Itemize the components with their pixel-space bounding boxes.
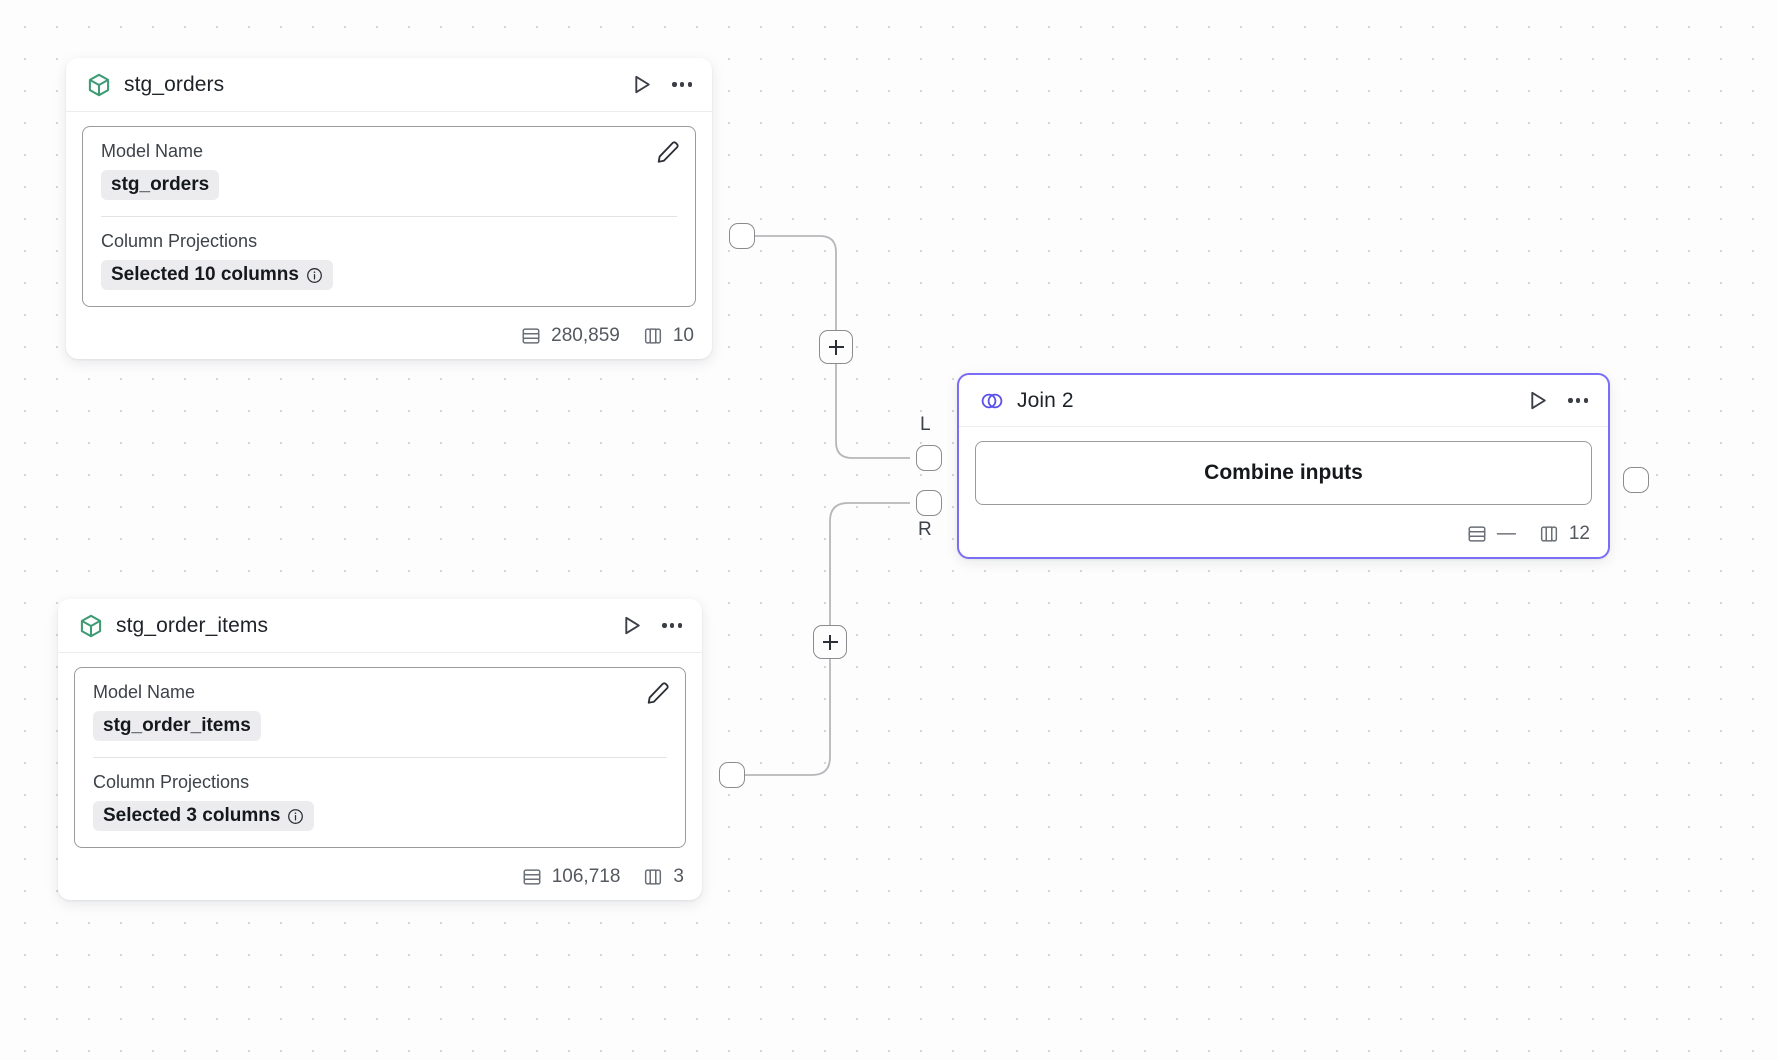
column-count-value: 10 [672,325,694,346]
port-output-join-2[interactable] [1623,467,1649,493]
header-actions[interactable] [629,72,694,97]
column-count-value: 12 [1568,523,1590,544]
panel-divider [101,216,677,217]
more-icon[interactable] [670,76,694,92]
column-count-stat: 10 [642,325,694,347]
node-join-2[interactable]: Join 2 Combine inputs [957,373,1610,559]
node-title: Join 2 [1017,388,1074,412]
node-title: stg_order_items [116,613,269,637]
port-output-stg-orders[interactable] [729,223,755,249]
row-count-stat: — [1466,523,1516,545]
node-title: stg_orders [124,72,225,96]
header-actions[interactable] [1525,388,1590,413]
model-name-chip[interactable]: stg_orders [101,170,220,200]
rows-icon [521,866,543,888]
pencil-icon[interactable] [655,139,681,165]
port-input-join-right[interactable] [916,490,942,516]
model-name-label: Model Name [101,141,204,161]
node-stg-orders[interactable]: stg_orders Model Name [66,58,712,359]
port-input-join-left[interactable] [916,445,942,471]
model-name-chip[interactable]: stg_order_items [93,711,261,741]
columns-icon [642,325,664,347]
column-projections-chip[interactable]: Selected 10 columns [101,260,333,290]
model-name-label: Model Name [93,682,196,702]
cube-icon [86,72,112,98]
port-label-left: L [920,414,931,435]
columns-icon [642,866,664,888]
edge-add-button-left[interactable] [819,330,853,364]
node-header[interactable]: stg_orders [66,58,712,112]
port-label-right: R [918,519,932,540]
row-count-stat: 106,718 [521,866,621,888]
column-count-stat: 3 [642,866,684,888]
model-name-value: stg_orders [111,174,210,195]
node-body: Model Name stg_orders Column Projections… [66,112,712,317]
node-header[interactable]: stg_order_items [58,599,702,653]
panel-divider [93,757,667,758]
column-projections-value: Selected 10 columns [111,264,299,285]
row-count-value: — [1496,523,1516,544]
node-footer: — 12 [959,515,1608,557]
header-actions[interactable] [619,613,684,638]
column-projections-chip[interactable]: Selected 3 columns [93,801,315,831]
run-icon[interactable] [619,613,644,638]
run-icon[interactable] [629,72,654,97]
row-count-stat: 280,859 [520,325,620,347]
more-icon[interactable] [660,617,684,633]
node-footer: 106,718 3 [58,858,702,900]
column-count-stat: 12 [1538,523,1590,545]
node-body: Model Name stg_order_items Column Projec… [58,653,702,858]
info-icon[interactable] [306,267,323,284]
rows-icon [1466,523,1488,545]
columns-icon [1538,523,1560,545]
more-icon[interactable] [1566,392,1590,408]
node-body: Combine inputs [959,427,1608,515]
rows-icon [520,325,542,347]
column-count-value: 3 [673,866,684,887]
model-config-panel: Model Name stg_order_items Column Projec… [74,667,686,848]
cube-icon [78,613,104,639]
info-icon[interactable] [287,808,304,825]
column-projections-label: Column Projections [93,772,250,792]
port-output-stg-order-items[interactable] [719,762,745,788]
node-footer: 280,859 10 [66,317,712,359]
pencil-icon[interactable] [645,680,671,706]
model-config-panel: Model Name stg_orders Column Projections… [82,126,696,307]
column-projections-label: Column Projections [101,231,258,251]
model-name-value: stg_order_items [103,715,251,736]
row-count-value: 280,859 [551,325,620,346]
node-stg-order-items[interactable]: stg_order_items Model Na [58,599,702,900]
venn-icon [979,388,1005,414]
combine-inputs-button[interactable]: Combine inputs [975,441,1592,505]
edge-add-button-right[interactable] [813,625,847,659]
node-header[interactable]: Join 2 [959,375,1608,427]
column-projections-value: Selected 3 columns [103,805,281,826]
row-count-value: 106,718 [551,866,621,887]
run-icon[interactable] [1525,388,1550,413]
